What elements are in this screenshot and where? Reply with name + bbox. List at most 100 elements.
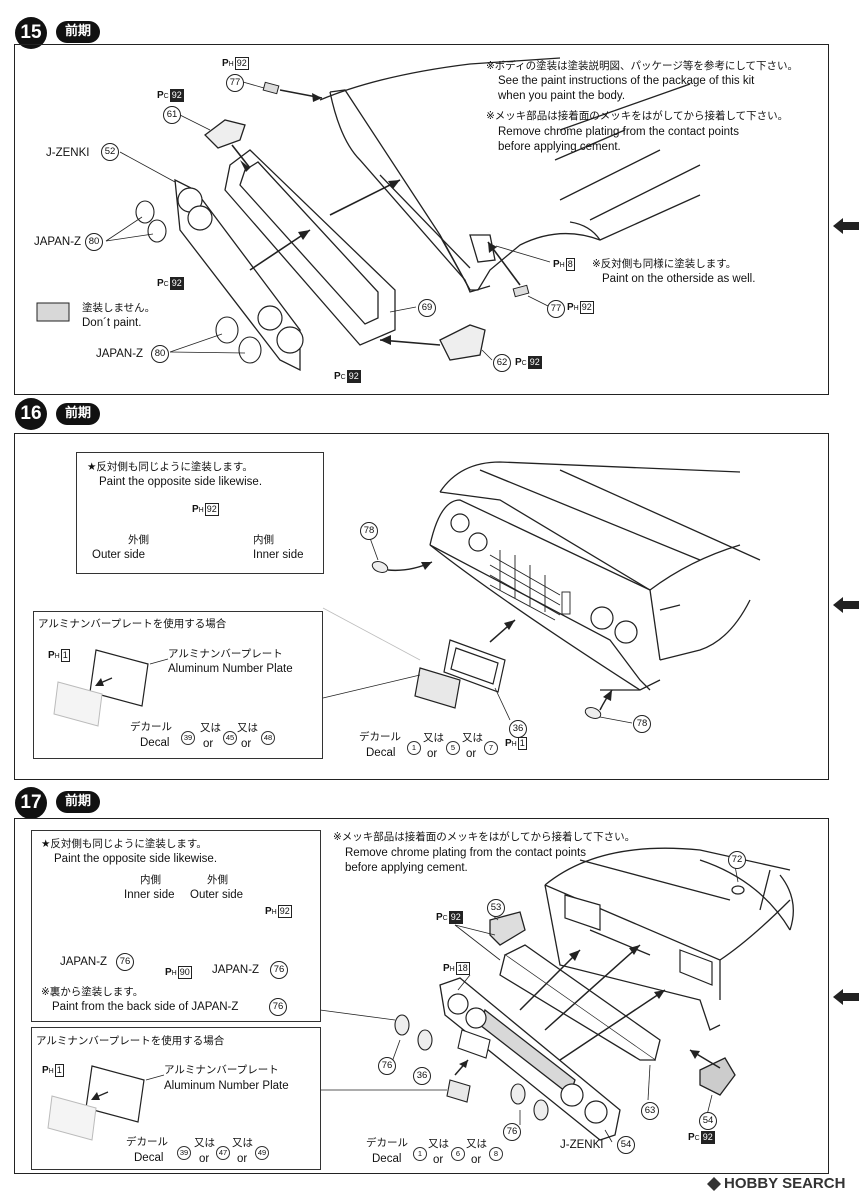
part-number: 76 [269,998,287,1016]
or-en: or [241,738,252,750]
decal-number: 39 [181,731,195,745]
paint-note-inset [76,452,324,574]
or-en: or [471,1154,482,1166]
number-plate-inset [31,1027,321,1170]
decal-number: 1 [413,1147,427,1161]
paint-note-inset [31,830,321,1022]
part-number: 53 [487,899,505,917]
step-tag: 前期 [56,403,101,425]
step-number: 16 [15,398,47,430]
part-number: 78 [633,715,651,733]
step-17-panel [14,818,829,1174]
plate-illustration [47,1065,165,1141]
legend-label-jp: 塗装しません。 [82,302,156,314]
decal-label-jp: デカール [130,721,172,733]
part-number: 54 [699,1112,717,1130]
or-jp: 又は [194,1137,215,1149]
part-number: 36 [509,720,527,738]
part-number: 52 [101,143,119,161]
j-zenki-label: J-ZENKI [560,1139,604,1151]
legend-label-en: Don´t paint. [82,317,142,329]
step-15-note-3-en: Paint on the otherside as well. [602,273,756,285]
j-zenki-label: J-ZENKI [46,147,90,159]
page-tab-arrow [833,218,859,234]
decal-number: 45 [223,731,237,745]
decal-number: 48 [261,731,275,745]
part-number: 76 [378,1057,396,1075]
decal-label-jp: デカール [359,731,401,743]
outer-side-en: Outer side [92,549,146,561]
plate-illustration [53,649,169,727]
part-number: 61 [163,106,181,124]
or-en: or [433,1154,444,1166]
outer-side-en: Outer side [190,889,244,901]
decal-label-en: Decal [134,1152,164,1164]
part-number: 62 [493,354,511,372]
decal-number: 49 [255,1146,269,1160]
or-en: or [203,738,214,750]
step-15-note-2-en-1: Remove chrome plating from the contact p… [498,126,739,138]
decal-label-en: Decal [140,737,170,749]
step-15-illustration [36,57,701,372]
inset-title: アルミナンバープレートを使用する場合 [38,618,227,630]
step-15-note-2-jp: ※メッキ部品は接着面のメッキをはがしてから接着して下さい。 [486,110,789,122]
inner-side-jp: 内側 [253,534,274,546]
part-number: 72 [728,851,746,869]
plate-label-jp: アルミナンバープレート [168,648,283,660]
step-tag: 前期 [56,791,101,813]
part-number: 76 [503,1123,521,1141]
japan-z-label: JAPAN-Z [34,236,82,248]
decal-label-jp: デカール [126,1136,168,1148]
step-tag: 前期 [56,21,101,43]
part-number: 80 [151,345,169,363]
step-17-note-en-2: before applying cement. [345,862,468,874]
step-16-panel [14,433,829,780]
inset-note-jp: ★反対側も同じように塗装します。 [87,461,253,473]
part-number: 77 [547,300,565,318]
page-tab-arrow [833,989,859,1005]
inner-side-jp: 内側 [140,874,161,886]
number-plate-inset [33,611,323,759]
decal-label-en: Decal [372,1153,402,1165]
step-15-note-1-jp: ※ボディの塗装は塗装説明図、パッケージ等を参考にして下さい。 [486,60,799,72]
inset-note-jp: ★反対側も同じように塗装します。 [41,838,207,850]
or-jp: 又は [466,1138,487,1150]
inset-note-en: Paint the opposite side likewise. [54,853,218,865]
outer-side-jp: 外側 [128,534,149,546]
inset-note-en: Paint the opposite side likewise. [99,476,263,488]
part-number: 80 [85,233,103,251]
decal-label-jp: デカール [366,1137,408,1149]
decal-number: 5 [446,741,460,755]
or-en: or [427,748,438,760]
page-tab-arrow [833,597,859,613]
decal-label-en: Decal [366,747,396,759]
step-15-note-1-en-1: See the paint instructions of the packag… [498,75,755,87]
or-en: or [237,1153,248,1165]
decal-number: 8 [489,1147,503,1161]
decal-number: 7 [484,741,498,755]
back-side-note-jp: ※裏から塗装します。 [41,986,144,998]
back-side-note-en: Paint from the back side of JAPAN-Z [52,1001,239,1013]
part-number: 76 [270,961,288,979]
decal-number: 47 [216,1146,230,1160]
or-jp: 又は [428,1138,449,1150]
part-number: 77 [226,74,244,92]
step-15-panel [14,44,829,395]
japan-z-label: JAPAN-Z [212,964,260,976]
step-number: 15 [15,17,47,49]
step-number: 17 [15,787,47,819]
decal-number: 39 [177,1146,191,1160]
outer-side-jp: 外側 [207,874,228,886]
step-15-note-2-en-2: before applying cement. [498,141,621,153]
inset-title: アルミナンバープレートを使用する場合 [36,1035,225,1047]
